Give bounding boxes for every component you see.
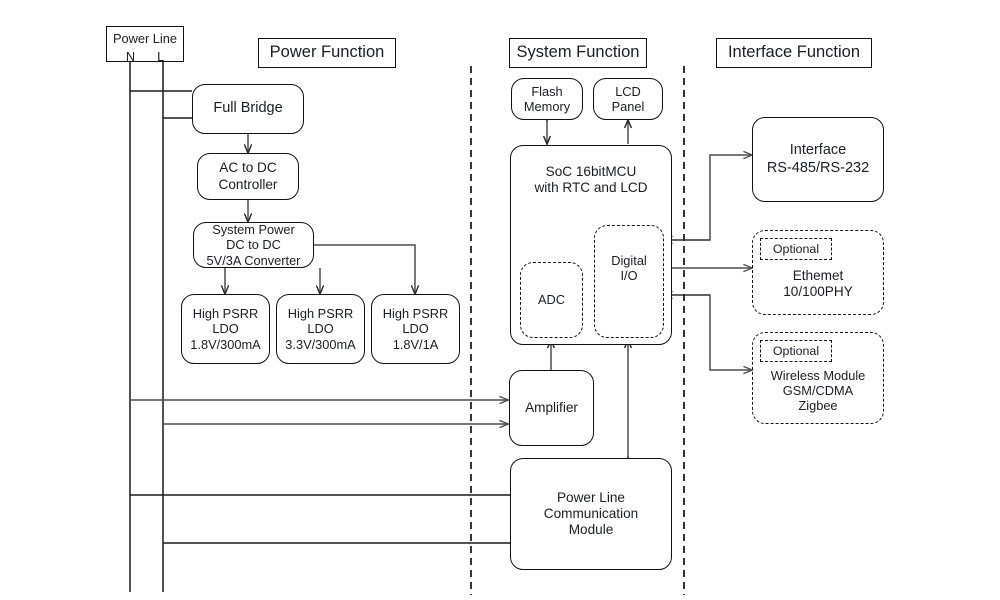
block-flash-memory: Flash Memory [511, 78, 583, 120]
power-line-source: Power Line N L [106, 26, 184, 65]
optional-tag-wireless: Optional [760, 340, 832, 362]
block-adc: ADC [520, 262, 583, 338]
block-amplifier: Amplifier [509, 370, 594, 446]
block-soc-mcu: SoC 16bitMCU with RTC and LCD [510, 145, 672, 345]
power-line-label: Power Line [112, 31, 178, 46]
block-digital-io: Digital I/O [594, 225, 664, 338]
block-full-bridge: Full Bridge [192, 84, 304, 134]
block-system-power-converter: System Power DC to DC 5V/3A Converter [193, 222, 314, 268]
block-ldo-3v3-300ma: High PSRR LDO 3.3V/300mA [276, 294, 365, 364]
power-line-live-label: L [157, 49, 165, 65]
section-header-power: Power Function [258, 38, 396, 68]
wire-dio-wireless-out [664, 294, 752, 370]
wire-syspower-ldo3 [314, 244, 415, 294]
wire-dio-rs485-out [664, 155, 752, 241]
block-ldo-1v8-1a: High PSRR LDO 1.8V/1A [371, 294, 460, 364]
block-lcd-panel: LCD Panel [593, 78, 663, 120]
block-ldo-1v8-300ma: High PSRR LDO 1.8V/300mA [181, 294, 270, 364]
block-plc-module: Power Line Communication Module [510, 458, 672, 570]
block-interface-rs485: Interface RS-485/RS-232 [752, 117, 884, 202]
block-wireless-module: Wireless Module GSM/CDMA Zigbee [752, 332, 884, 424]
power-line-neutral-label: N [125, 49, 136, 65]
block-ac-to-dc-controller: AC to DC Controller [197, 153, 299, 200]
section-header-system: System Function [509, 38, 647, 68]
optional-tag-ethernet: Optional [760, 238, 832, 260]
section-header-interface: Interface Function [716, 38, 872, 68]
block-ethernet-phy: Ethemet 10/100PHY [752, 230, 884, 315]
